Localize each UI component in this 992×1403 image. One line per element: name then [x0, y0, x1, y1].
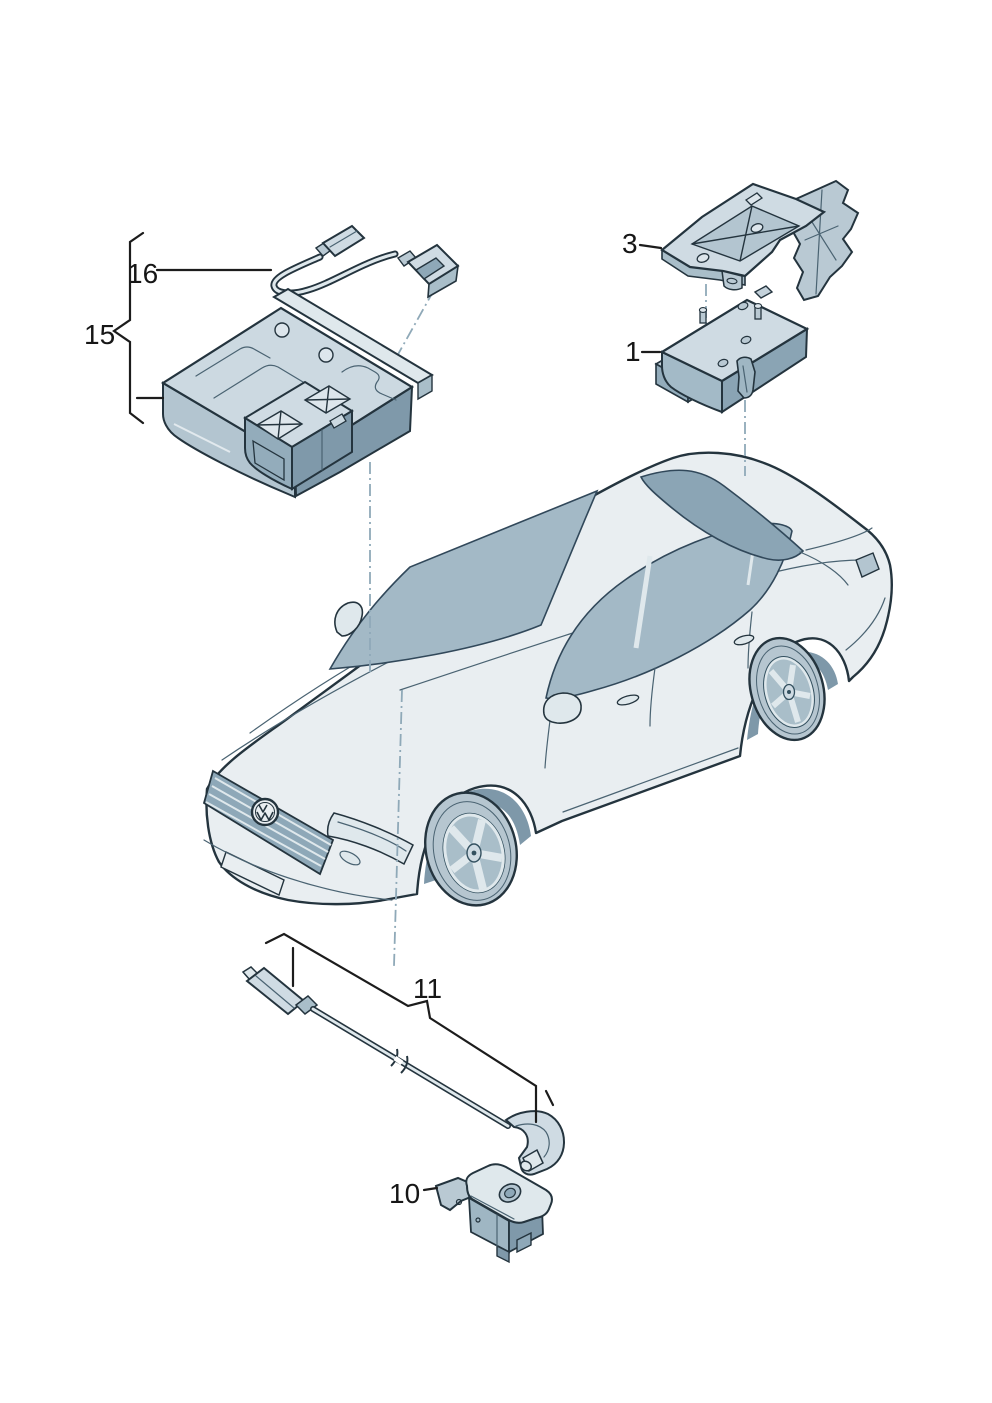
bracket-hole-1 [696, 253, 710, 263]
fog-lamp [339, 850, 361, 866]
cm-clamp [736, 356, 756, 399]
big-plug-socket [414, 257, 446, 280]
angle-connector [504, 1110, 566, 1176]
cm-top-face [659, 298, 810, 383]
callout-leader-3 [638, 243, 663, 250]
holder-x-pad-a [255, 410, 304, 440]
rear-bumper-line [845, 597, 886, 651]
cm-hole-2 [740, 335, 752, 345]
holder-x-pad-b [303, 385, 352, 414]
headlight-inner-line [337, 821, 407, 852]
windshield-glass [328, 489, 599, 670]
callout-label-15: 15 [84, 319, 115, 350]
bracket-bottom-tab [721, 270, 743, 291]
cm-hole-3 [717, 358, 729, 368]
leader-windshield-to-cable11 [393, 689, 403, 967]
bracket-tray-recess [690, 205, 801, 262]
socket-jack-hole [504, 1187, 516, 1199]
far-mirror [334, 601, 364, 637]
cm-hole-1 [737, 301, 749, 311]
part-15-module-assembly [160, 287, 434, 499]
callout-bracket-11 [264, 932, 538, 1124]
bracket-slot [744, 192, 764, 206]
module-hole-1 [274, 322, 290, 338]
bumper-line [203, 839, 393, 901]
callout-label-3: 3 [622, 228, 638, 259]
socket-foot-1 [496, 1244, 510, 1264]
door-handle-rear [733, 634, 755, 646]
part-10-socket-housing [434, 1163, 553, 1264]
callout-label-1: 1 [625, 336, 641, 367]
cm-stud-2 [753, 303, 763, 320]
deck-spoiler-line [805, 527, 873, 551]
bracket-arm [790, 179, 860, 302]
door-seam-mid [649, 667, 656, 727]
rear-wheel [747, 636, 838, 742]
callout-label-10: 10 [389, 1178, 420, 1209]
b-pillar [633, 555, 653, 649]
jack-barrel [245, 966, 306, 1016]
holder-front-window [252, 439, 285, 482]
part-3-mounting-bracket [660, 179, 860, 302]
callout-leader-10 [422, 1186, 439, 1192]
module-rail-side [417, 373, 433, 401]
side-glass [545, 522, 793, 700]
cm-tab [753, 285, 774, 299]
module-hole-2 [318, 347, 334, 363]
license-plate [220, 851, 285, 896]
leader-cable16-to-module15 [395, 289, 435, 359]
car-illustration [202, 451, 893, 907]
holder-front-face [244, 416, 293, 491]
rear-window-glass [639, 469, 805, 561]
door-handle-front [616, 694, 640, 706]
bracket-hole-2 [750, 223, 764, 233]
front-wheel [424, 788, 531, 907]
callout-brace-15 [112, 231, 145, 425]
trunk-cut-line [799, 551, 849, 586]
sill-line [562, 747, 739, 813]
module-front-tab [329, 413, 347, 429]
taillight [855, 552, 880, 578]
cm-stud-1 [698, 307, 708, 324]
part-16-adapter-cable [270, 224, 460, 299]
callout-label-11: 11 [413, 973, 442, 1004]
angle-connector-tip [519, 1160, 533, 1172]
vw-badge-ring [255, 802, 275, 822]
socket-foot-2 [516, 1231, 532, 1254]
callouts: 16 15 3 1 11 10 [84, 228, 663, 1209]
part-11-aux-cable [241, 966, 566, 1176]
callout-label-16: 16 [127, 258, 158, 289]
socket-lever [434, 1176, 475, 1212]
callout-bracket-11-right-tick [544, 1089, 555, 1107]
vw-badge-mark [256, 804, 274, 821]
jack-collar [294, 995, 319, 1015]
side-mirror [542, 692, 582, 724]
cm-left-face [661, 350, 723, 414]
part-1-control-module [654, 285, 810, 414]
